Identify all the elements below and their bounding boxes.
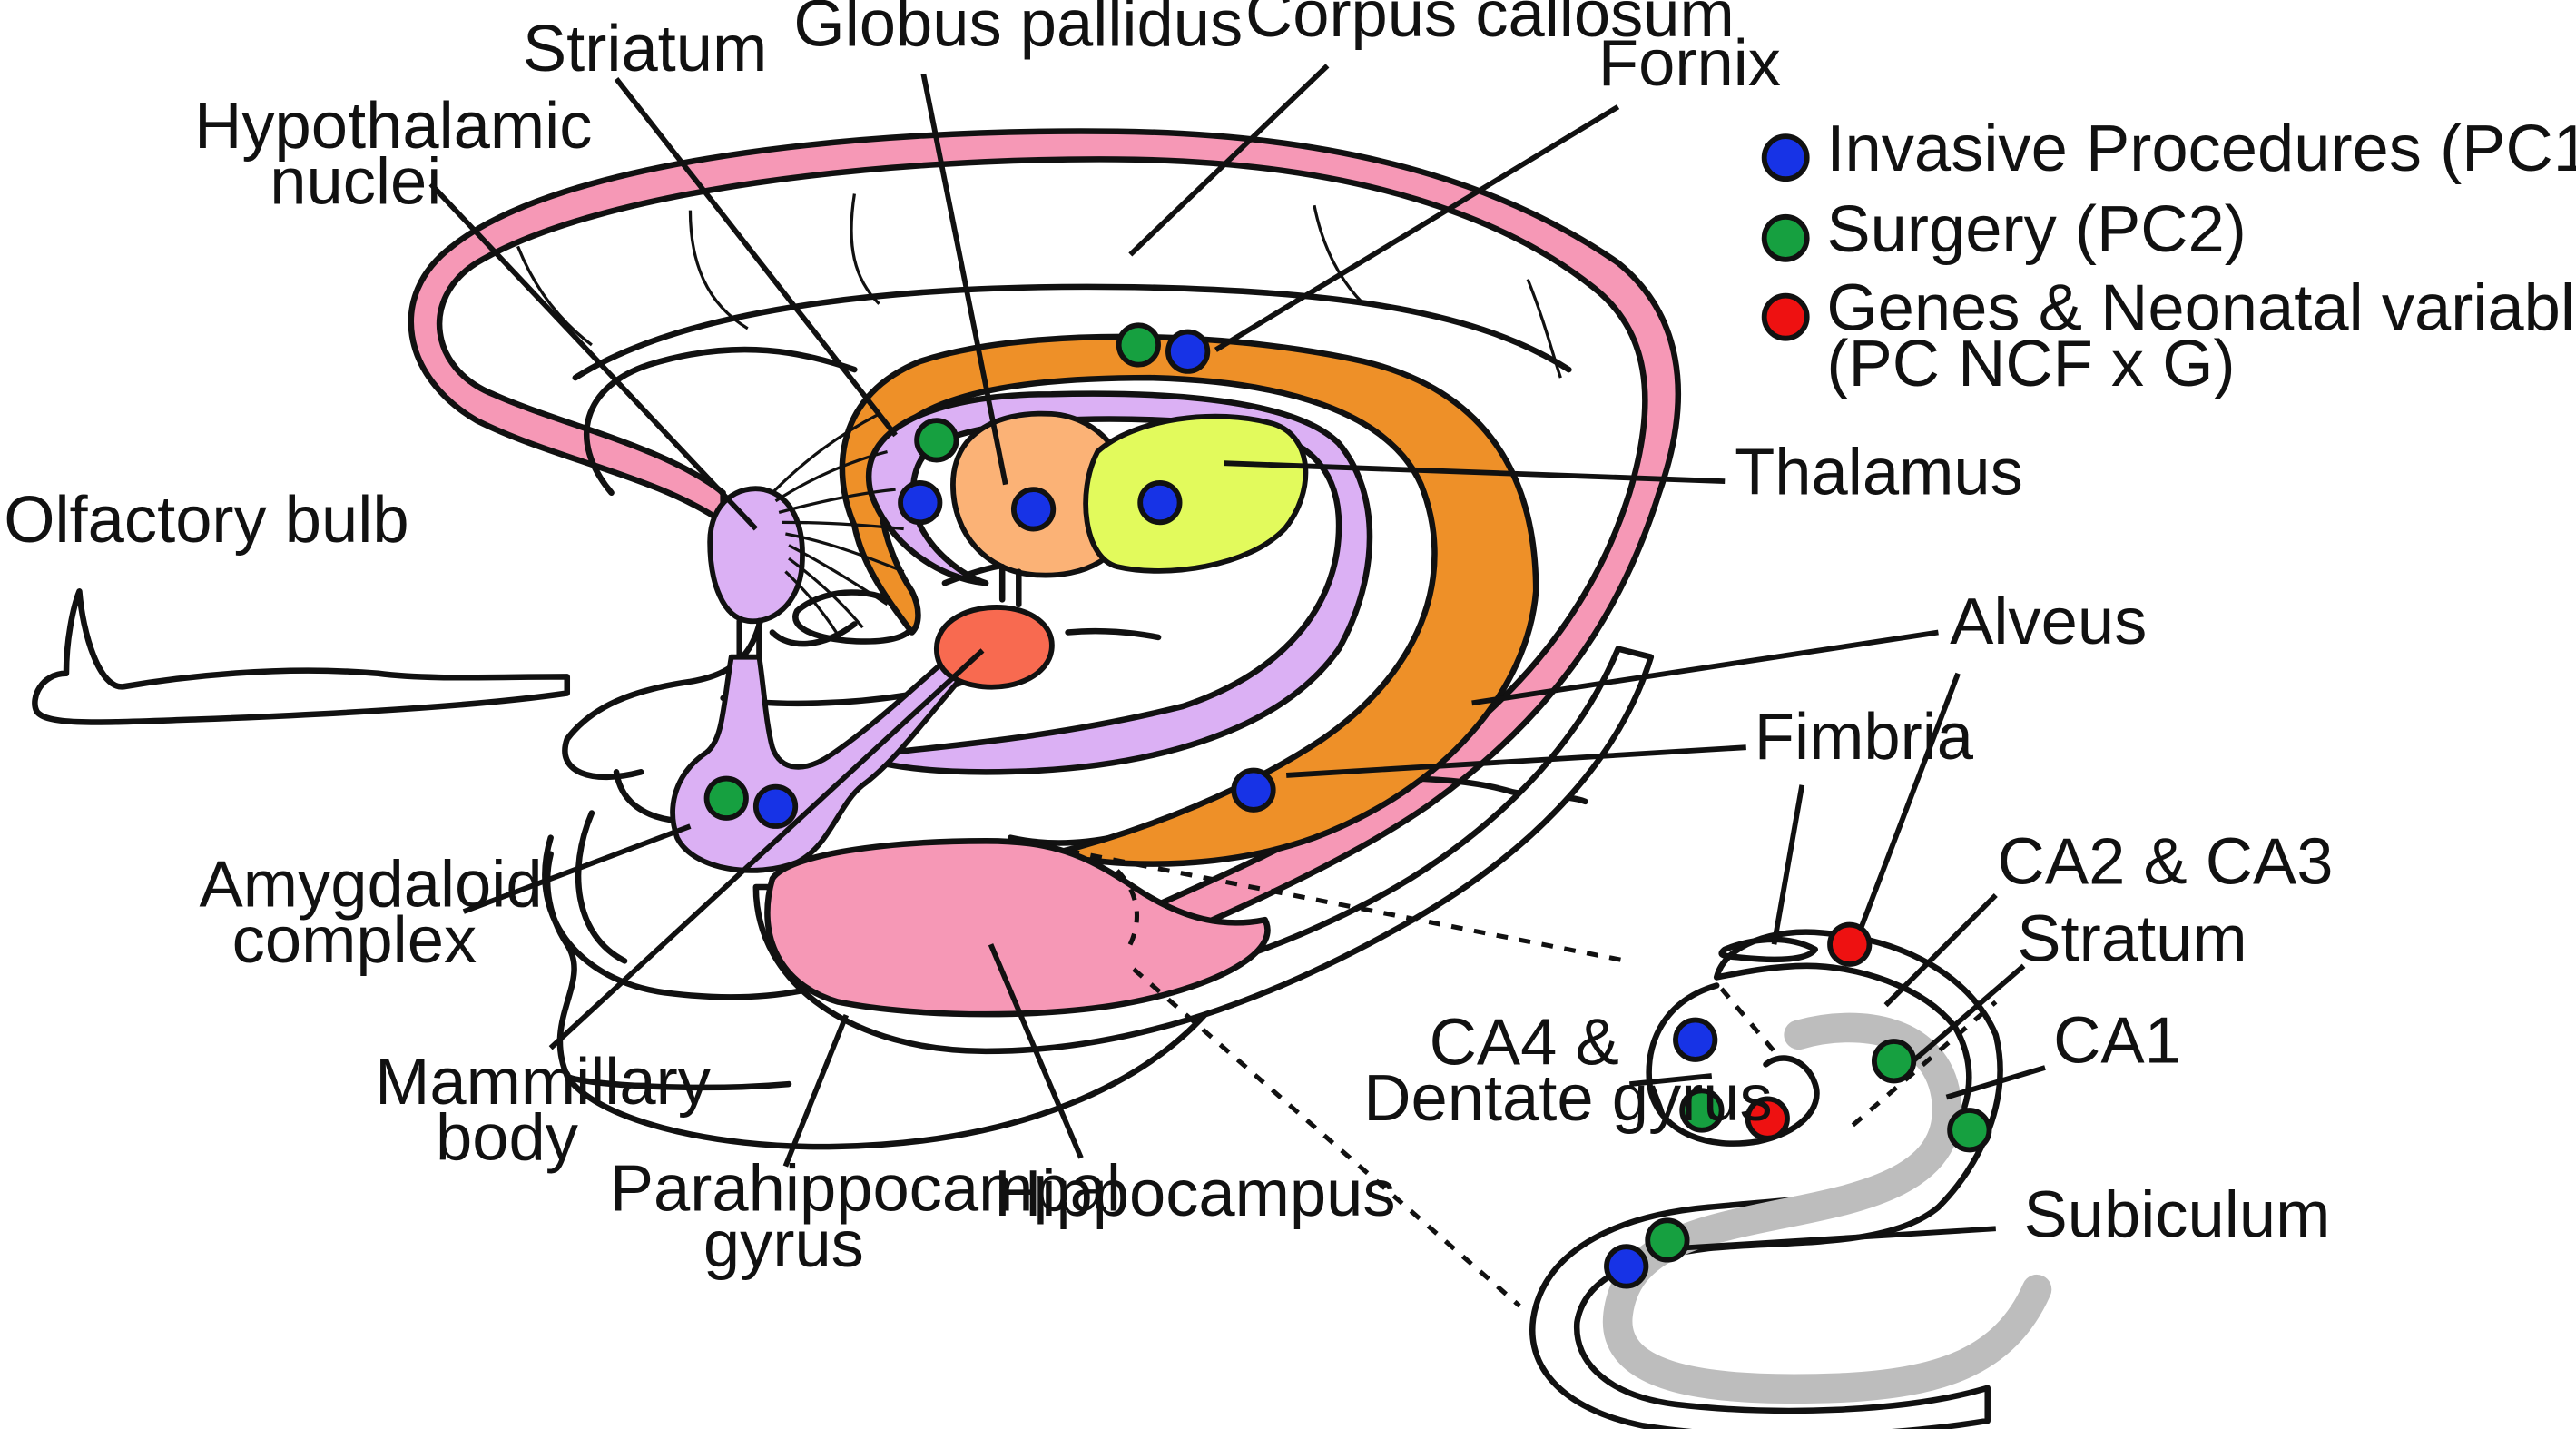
- thalamus-region: [1083, 413, 1309, 574]
- label-striatum: Striatum: [523, 12, 767, 85]
- zoom-line-top: [1067, 848, 1627, 963]
- leader-lines: [428, 64, 2046, 1251]
- label-ca1: CA1: [2053, 1004, 2181, 1078]
- dot-globus-pallidus-invasive: [1010, 487, 1057, 532]
- label-alveus: Alveus: [1950, 585, 2147, 658]
- label-subiculum: Subiculum: [2024, 1178, 2331, 1251]
- dot-subiculum-invasive: [1604, 1244, 1649, 1289]
- dot-ca4-invasive: [1673, 1017, 1718, 1062]
- hypothalamic-nuclei-region: [707, 486, 805, 625]
- label-mammillary-2: body: [436, 1100, 579, 1174]
- label-corpus-callosum: Corpus callosum: [1245, 0, 1735, 51]
- striatum-band: [860, 390, 1373, 775]
- label-fimbria: Fimbria: [1755, 700, 1974, 774]
- legend: Invasive Procedures (PC1) Surgery (PC2) …: [1761, 112, 2576, 400]
- label-ca4-2: Dentate gyrus: [1363, 1061, 1772, 1135]
- dot-ca4-surgery: [1679, 1088, 1725, 1133]
- legend-genes-label-line2: (PC NCF x G): [1826, 327, 2235, 400]
- label-parahippocampal-2: gyrus: [703, 1207, 864, 1281]
- legend-invasive-label: Invasive Procedures (PC1): [1826, 112, 2576, 185]
- label-thalamus: Thalamus: [1735, 436, 2023, 509]
- label-ca2-ca3: CA2 & CA3: [1998, 824, 2334, 898]
- label-mammillary-1: Mammillary: [375, 1045, 712, 1119]
- dot-fornix-surgery: [1116, 322, 1161, 368]
- region-labels: Corpus callosum Globus pallidus Striatum…: [4, 0, 2333, 1281]
- label-parahippocampal-1: Parahippocampal: [610, 1151, 1121, 1225]
- label-hypothalamic-2: nuclei: [270, 144, 441, 218]
- label-hypothalamic-1: Hypothalamic: [194, 89, 592, 163]
- legend-genes-swatch: [1761, 292, 1810, 341]
- legend-genes-label: Genes & Neonatal variables interactions: [1826, 271, 2576, 345]
- dot-amygdaloid-surgery: [703, 775, 749, 821]
- amygdaloid-complex-region: [670, 629, 998, 873]
- callosal-fibres: [516, 193, 1572, 381]
- dot-amygdaloid-invasive: [752, 783, 799, 829]
- dot-ca4-genes: [1745, 1096, 1790, 1141]
- dot-fornix-invasive: [1165, 329, 1211, 374]
- label-globus-pallidus: Globus pallidus: [793, 0, 1243, 61]
- dot-alveus-genes: [1827, 921, 1873, 967]
- dot-ca1-surgery: [1947, 1108, 1992, 1153]
- hypothalamic-fibres: [771, 412, 905, 642]
- legend-invasive-swatch: [1761, 133, 1810, 182]
- dot-striatum-invasive: [898, 480, 943, 526]
- zoom-line-bottom: [1132, 967, 1521, 1308]
- dot-subiculum-surgery: [1645, 1217, 1690, 1263]
- dot-striatum-surgery: [914, 418, 959, 463]
- legend-surgery-label: Surgery (PC2): [1826, 192, 2246, 266]
- hippocampus-region: [764, 838, 1271, 1018]
- label-fornix: Fornix: [1598, 26, 1781, 100]
- legend-surgery-swatch: [1761, 213, 1810, 262]
- label-amygdaloid-2: complex: [232, 903, 477, 977]
- label-stratum: Stratum: [2017, 902, 2247, 975]
- label-hippocampus: Hippocampus: [994, 1157, 1395, 1230]
- dot-thalamus-invasive: [1137, 480, 1183, 526]
- procedure-dots: [703, 322, 1992, 1289]
- label-olfactory-bulb: Olfactory bulb: [4, 483, 408, 557]
- olfactory-bulb: [32, 588, 571, 725]
- dot-stratum-surgery: [1871, 1039, 1917, 1084]
- label-ca4-1: CA4 &: [1430, 1005, 1619, 1079]
- label-amygdaloid-1: Amygdaloid: [200, 848, 543, 921]
- dot-fimbria-invasive: [1231, 767, 1276, 813]
